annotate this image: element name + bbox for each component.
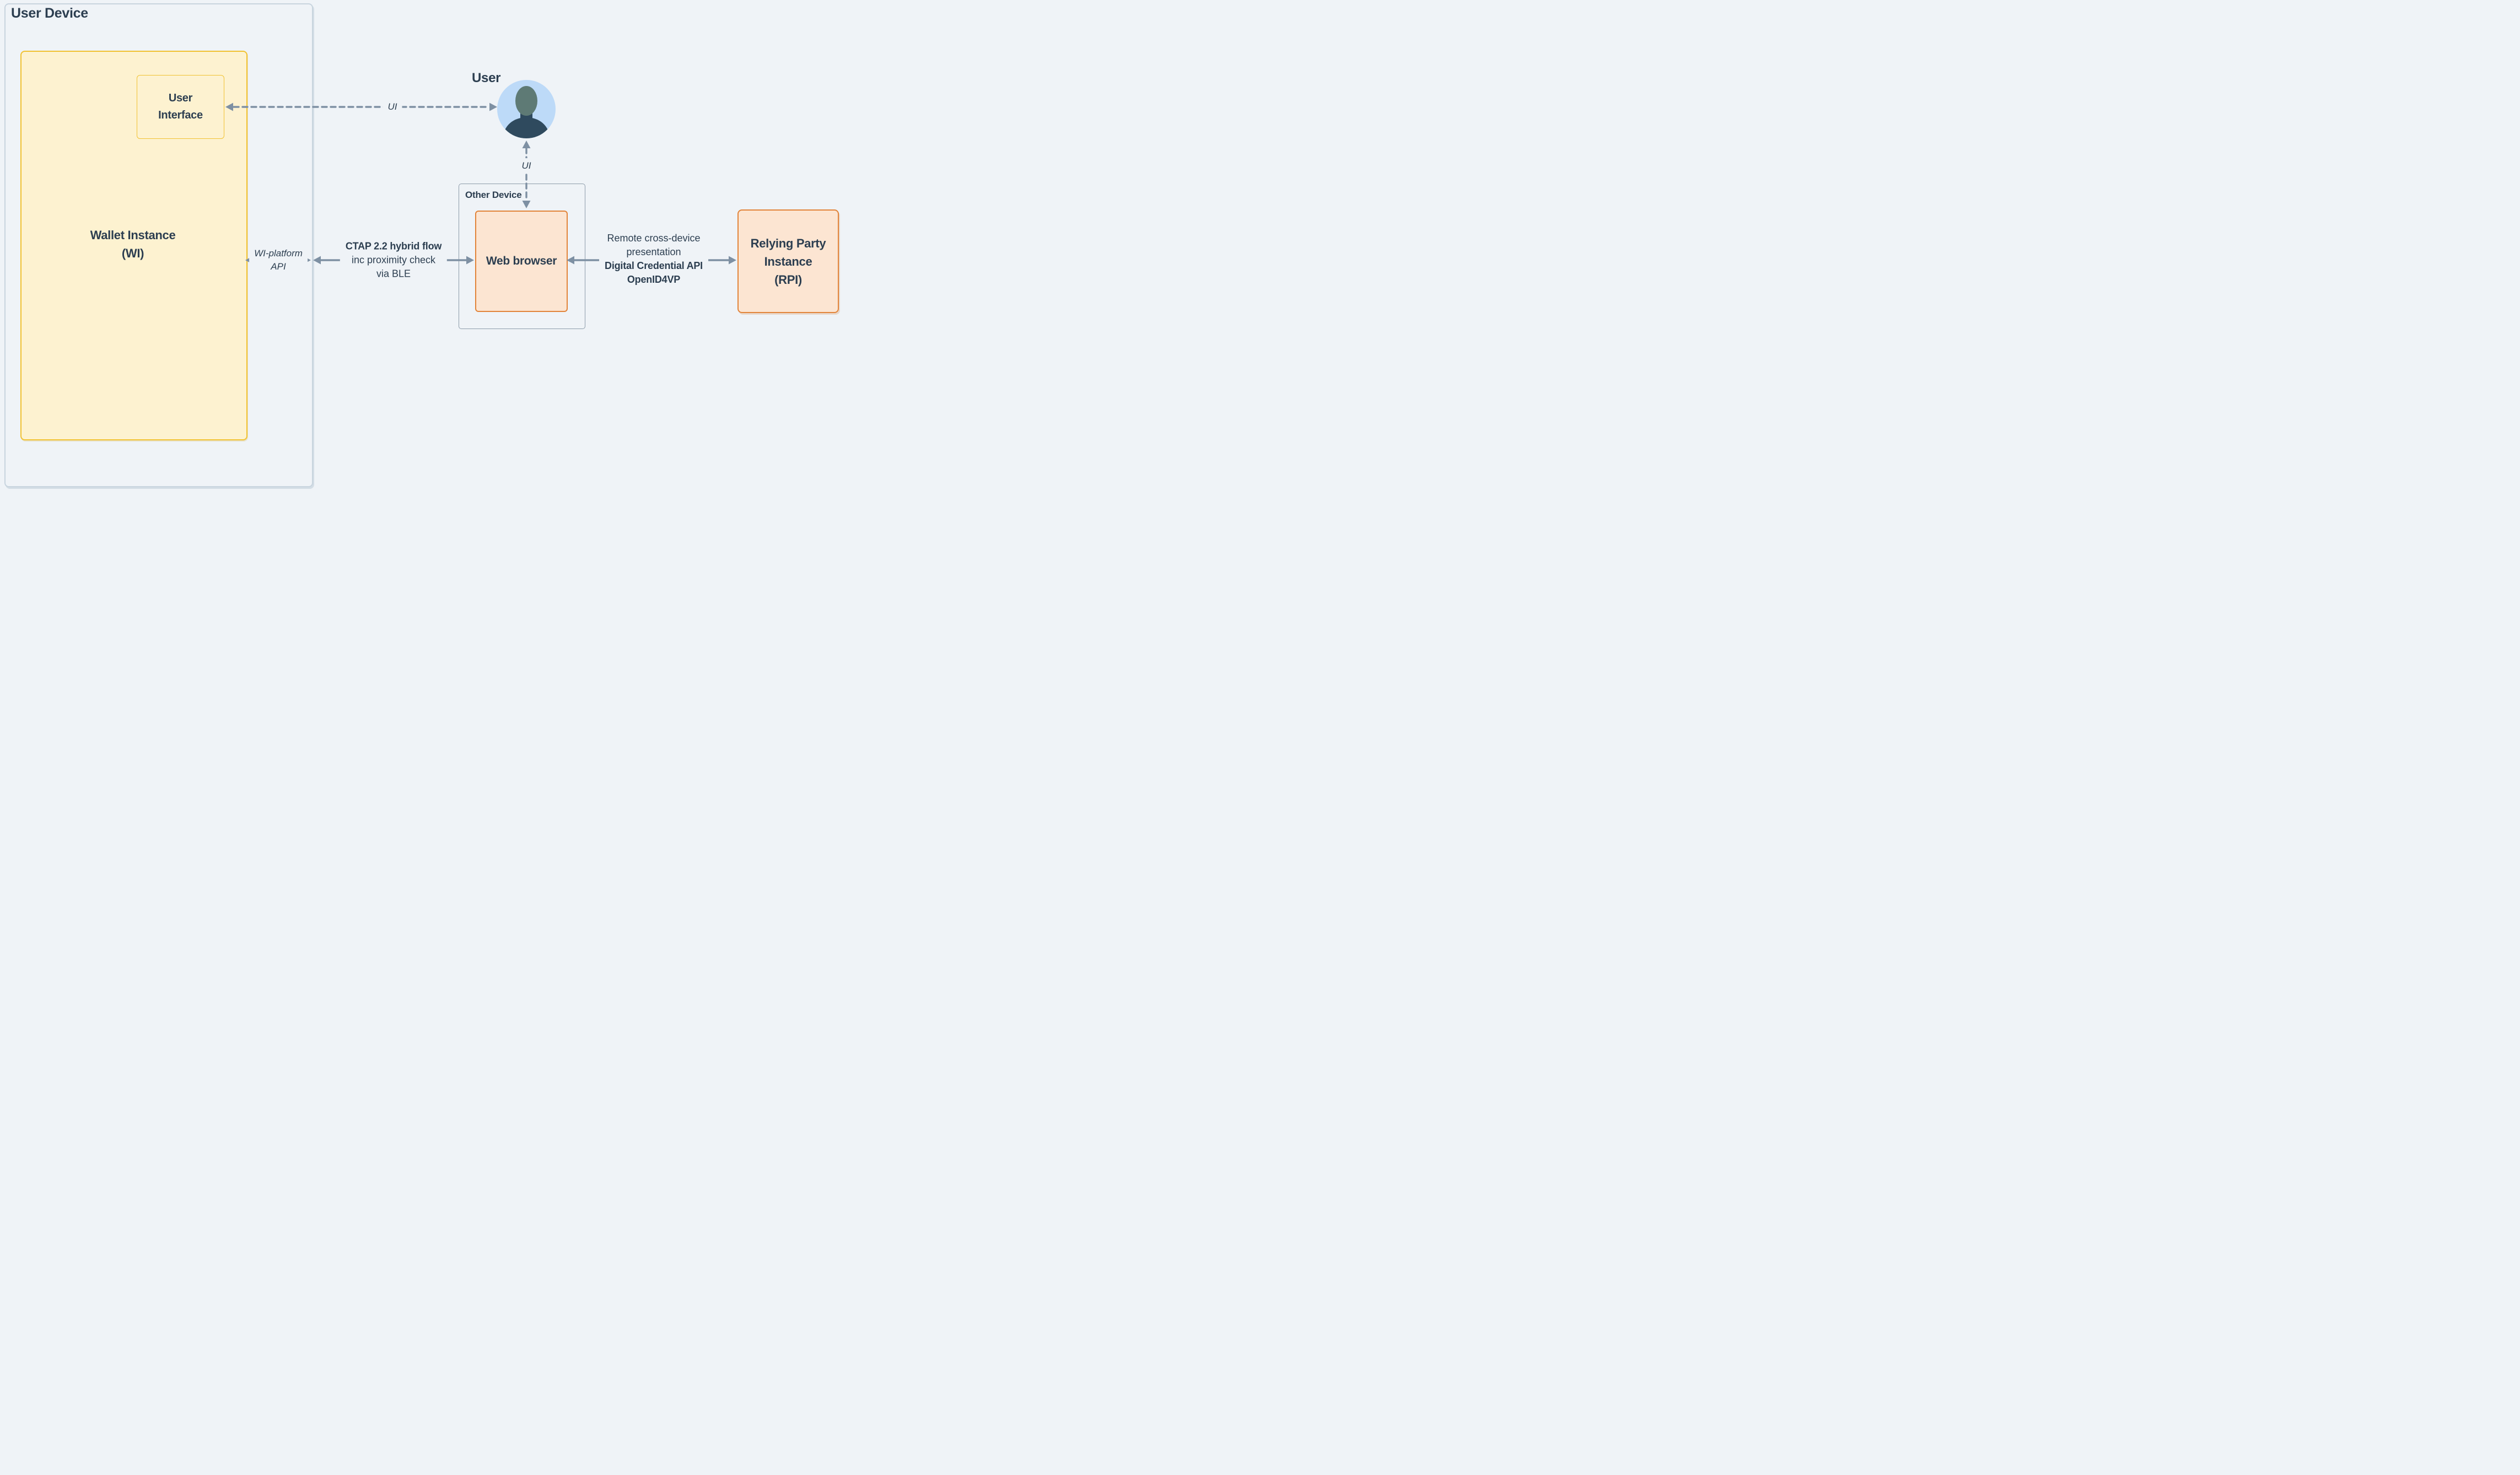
relying-party-label: Relying Party Instance (RPI) bbox=[751, 234, 826, 289]
ctap-arrow-label: CTAP 2.2 hybrid flow inc proximity check… bbox=[340, 238, 448, 282]
web-browser-label: Web browser bbox=[486, 255, 557, 267]
ui-wallet-arrow-label: UI bbox=[383, 99, 402, 115]
user-label: User bbox=[472, 71, 501, 85]
wallet-instance-label-line1: Wallet Instance bbox=[90, 228, 176, 242]
user-interface-label-line1: User bbox=[168, 92, 193, 104]
relying-party-label-line1: Relying Party bbox=[750, 236, 826, 250]
user-interface-box: User Interface bbox=[137, 75, 224, 139]
remote-label-line2: presentation bbox=[626, 246, 681, 257]
relying-party-label-line2: Instance bbox=[764, 254, 812, 268]
wallet-instance-label-line2: (WI) bbox=[121, 246, 144, 260]
ui-browser-arrow-label: UI bbox=[516, 158, 536, 174]
relying-party-label-line3: (RPI) bbox=[774, 272, 802, 287]
wi-platform-label-line2: API bbox=[271, 261, 286, 272]
user-device-title: User Device bbox=[11, 6, 88, 21]
remote-label-line4: OpenID4VP bbox=[627, 274, 681, 285]
user-interface-label: User Interface bbox=[158, 90, 203, 124]
ctap-label-line3: via BLE bbox=[376, 268, 411, 279]
user-avatar-icon bbox=[497, 80, 556, 138]
remote-label-line1: Remote cross-device bbox=[607, 233, 701, 244]
user-interface-label-line2: Interface bbox=[158, 109, 203, 121]
remote-label-line3: Digital Credential API bbox=[605, 260, 703, 271]
web-browser-box: Web browser bbox=[475, 211, 568, 312]
wallet-instance-label: Wallet Instance (WI) bbox=[20, 226, 245, 262]
remote-presentation-arrow-label: Remote cross-device presentation Digital… bbox=[599, 230, 708, 288]
ctap-label-line2: inc proximity check bbox=[351, 254, 436, 266]
ctap-label-line1: CTAP 2.2 hybrid flow bbox=[345, 240, 442, 252]
wi-platform-arrow-label: WI-platform API bbox=[249, 246, 308, 274]
architecture-diagram: User Device Wallet Instance (WI) User In… bbox=[0, 0, 840, 492]
wi-platform-label-line1: WI-platform bbox=[254, 248, 303, 259]
other-device-title: Other Device bbox=[465, 190, 522, 200]
relying-party-instance-box: Relying Party Instance (RPI) bbox=[737, 209, 839, 313]
